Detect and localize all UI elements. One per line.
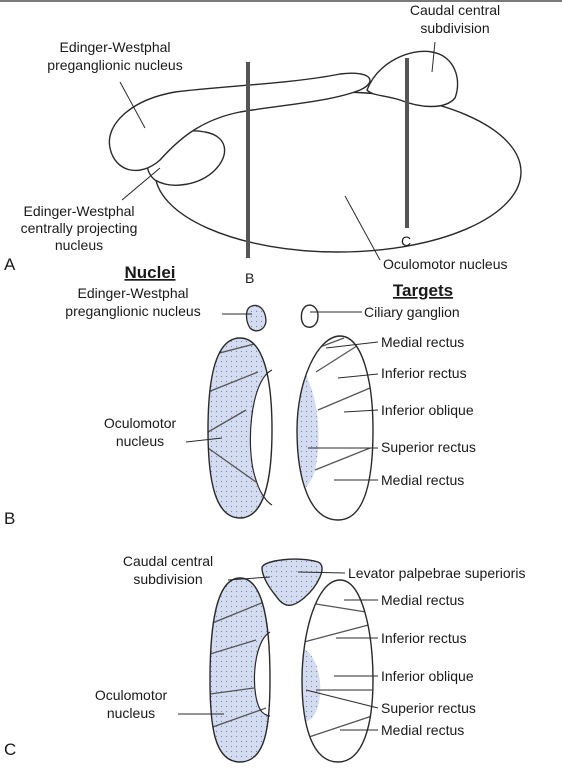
label-c-target-inferior-rectus: Inferior rectus — [381, 630, 467, 646]
oculomotor-left-c — [210, 578, 270, 762]
label-b-ew-pregang-1: Edinger-Westphal — [77, 285, 188, 301]
label-b-target-superior-rectus: Superior rectus — [381, 439, 476, 455]
label-b-oculomotor-2: nucleus — [116, 433, 164, 449]
label-b-target-ciliary: Ciliary ganglion — [364, 304, 460, 320]
label-c-oculomotor-2: nucleus — [107, 705, 155, 721]
caudal-central-subdivision-outline — [366, 50, 459, 108]
label-a-caudal-2: subdivision — [420, 20, 489, 36]
label-b-ew-pregang-2: preganglionic nucleus — [65, 303, 200, 319]
oculomotor-right-c — [302, 580, 373, 762]
label-c-caudal-1: Caudal central — [123, 553, 213, 569]
leader-a-caudal — [431, 41, 436, 73]
label-a-section-c: C — [401, 233, 411, 249]
panel-c: Caudal central subdivision Oculomotor nu… — [4, 553, 525, 763]
panel-b: Nuclei Targets — [4, 263, 476, 528]
label-a-ew-pregang-1: Edinger-Westphal — [59, 39, 170, 55]
label-c-target-medial-1: Medial rectus — [381, 592, 464, 608]
label-b-target-inferior-rectus: Inferior rectus — [381, 365, 467, 381]
label-a-ew-pregang-2: preganglionic nucleus — [47, 57, 182, 73]
label-b-target-inferior-oblique: Inferior oblique — [381, 402, 474, 418]
leader-a-oculomotor — [344, 195, 381, 261]
label-c-target-inferior-oblique: Inferior oblique — [381, 668, 474, 684]
label-c-oculomotor-1: Oculomotor — [95, 687, 168, 703]
panel-a: Edinger-Westphal preganglionic nucleus C… — [4, 2, 522, 286]
label-a-ew-central-1: Edinger-Westphal — [23, 203, 134, 219]
label-b-oculomotor-1: Oculomotor — [104, 415, 177, 431]
label-a-ew-central-2: centrally projecting — [21, 220, 138, 236]
oculomotor-right-b — [297, 336, 373, 520]
ew-preganglionic-outline — [108, 72, 371, 172]
panel-label-c: C — [4, 740, 16, 759]
label-c-caudal-2: subdivision — [133, 571, 202, 587]
label-c-target-medial-2: Medial rectus — [381, 722, 464, 738]
label-c-target-levator: Levator palpebrae superioris — [348, 565, 525, 581]
oculomotor-left-b — [208, 338, 272, 518]
label-a-ew-central-3: nucleus — [55, 237, 103, 253]
ew-pregang-nucleus-b — [246, 305, 266, 331]
leader-a-ew-central — [121, 167, 161, 201]
caudal-central-c — [262, 559, 323, 606]
label-a-oculomotor: Oculomotor nucleus — [383, 256, 508, 272]
leader-a-ew-pregang — [119, 81, 146, 129]
panel-label-b: B — [4, 509, 15, 528]
header-nuclei: Nuclei — [124, 263, 175, 282]
label-b-target-medial-1: Medial rectus — [381, 334, 464, 350]
label-a-caudal-1: Caudal central — [410, 2, 500, 18]
ciliary-ganglion-b — [300, 304, 319, 328]
label-c-target-superior-rectus: Superior rectus — [381, 700, 476, 716]
label-b-target-medial-2: Medial rectus — [381, 472, 464, 488]
label-a-section-b: B — [245, 270, 254, 286]
panel-label-a: A — [4, 255, 16, 274]
header-targets: Targets — [393, 281, 453, 300]
